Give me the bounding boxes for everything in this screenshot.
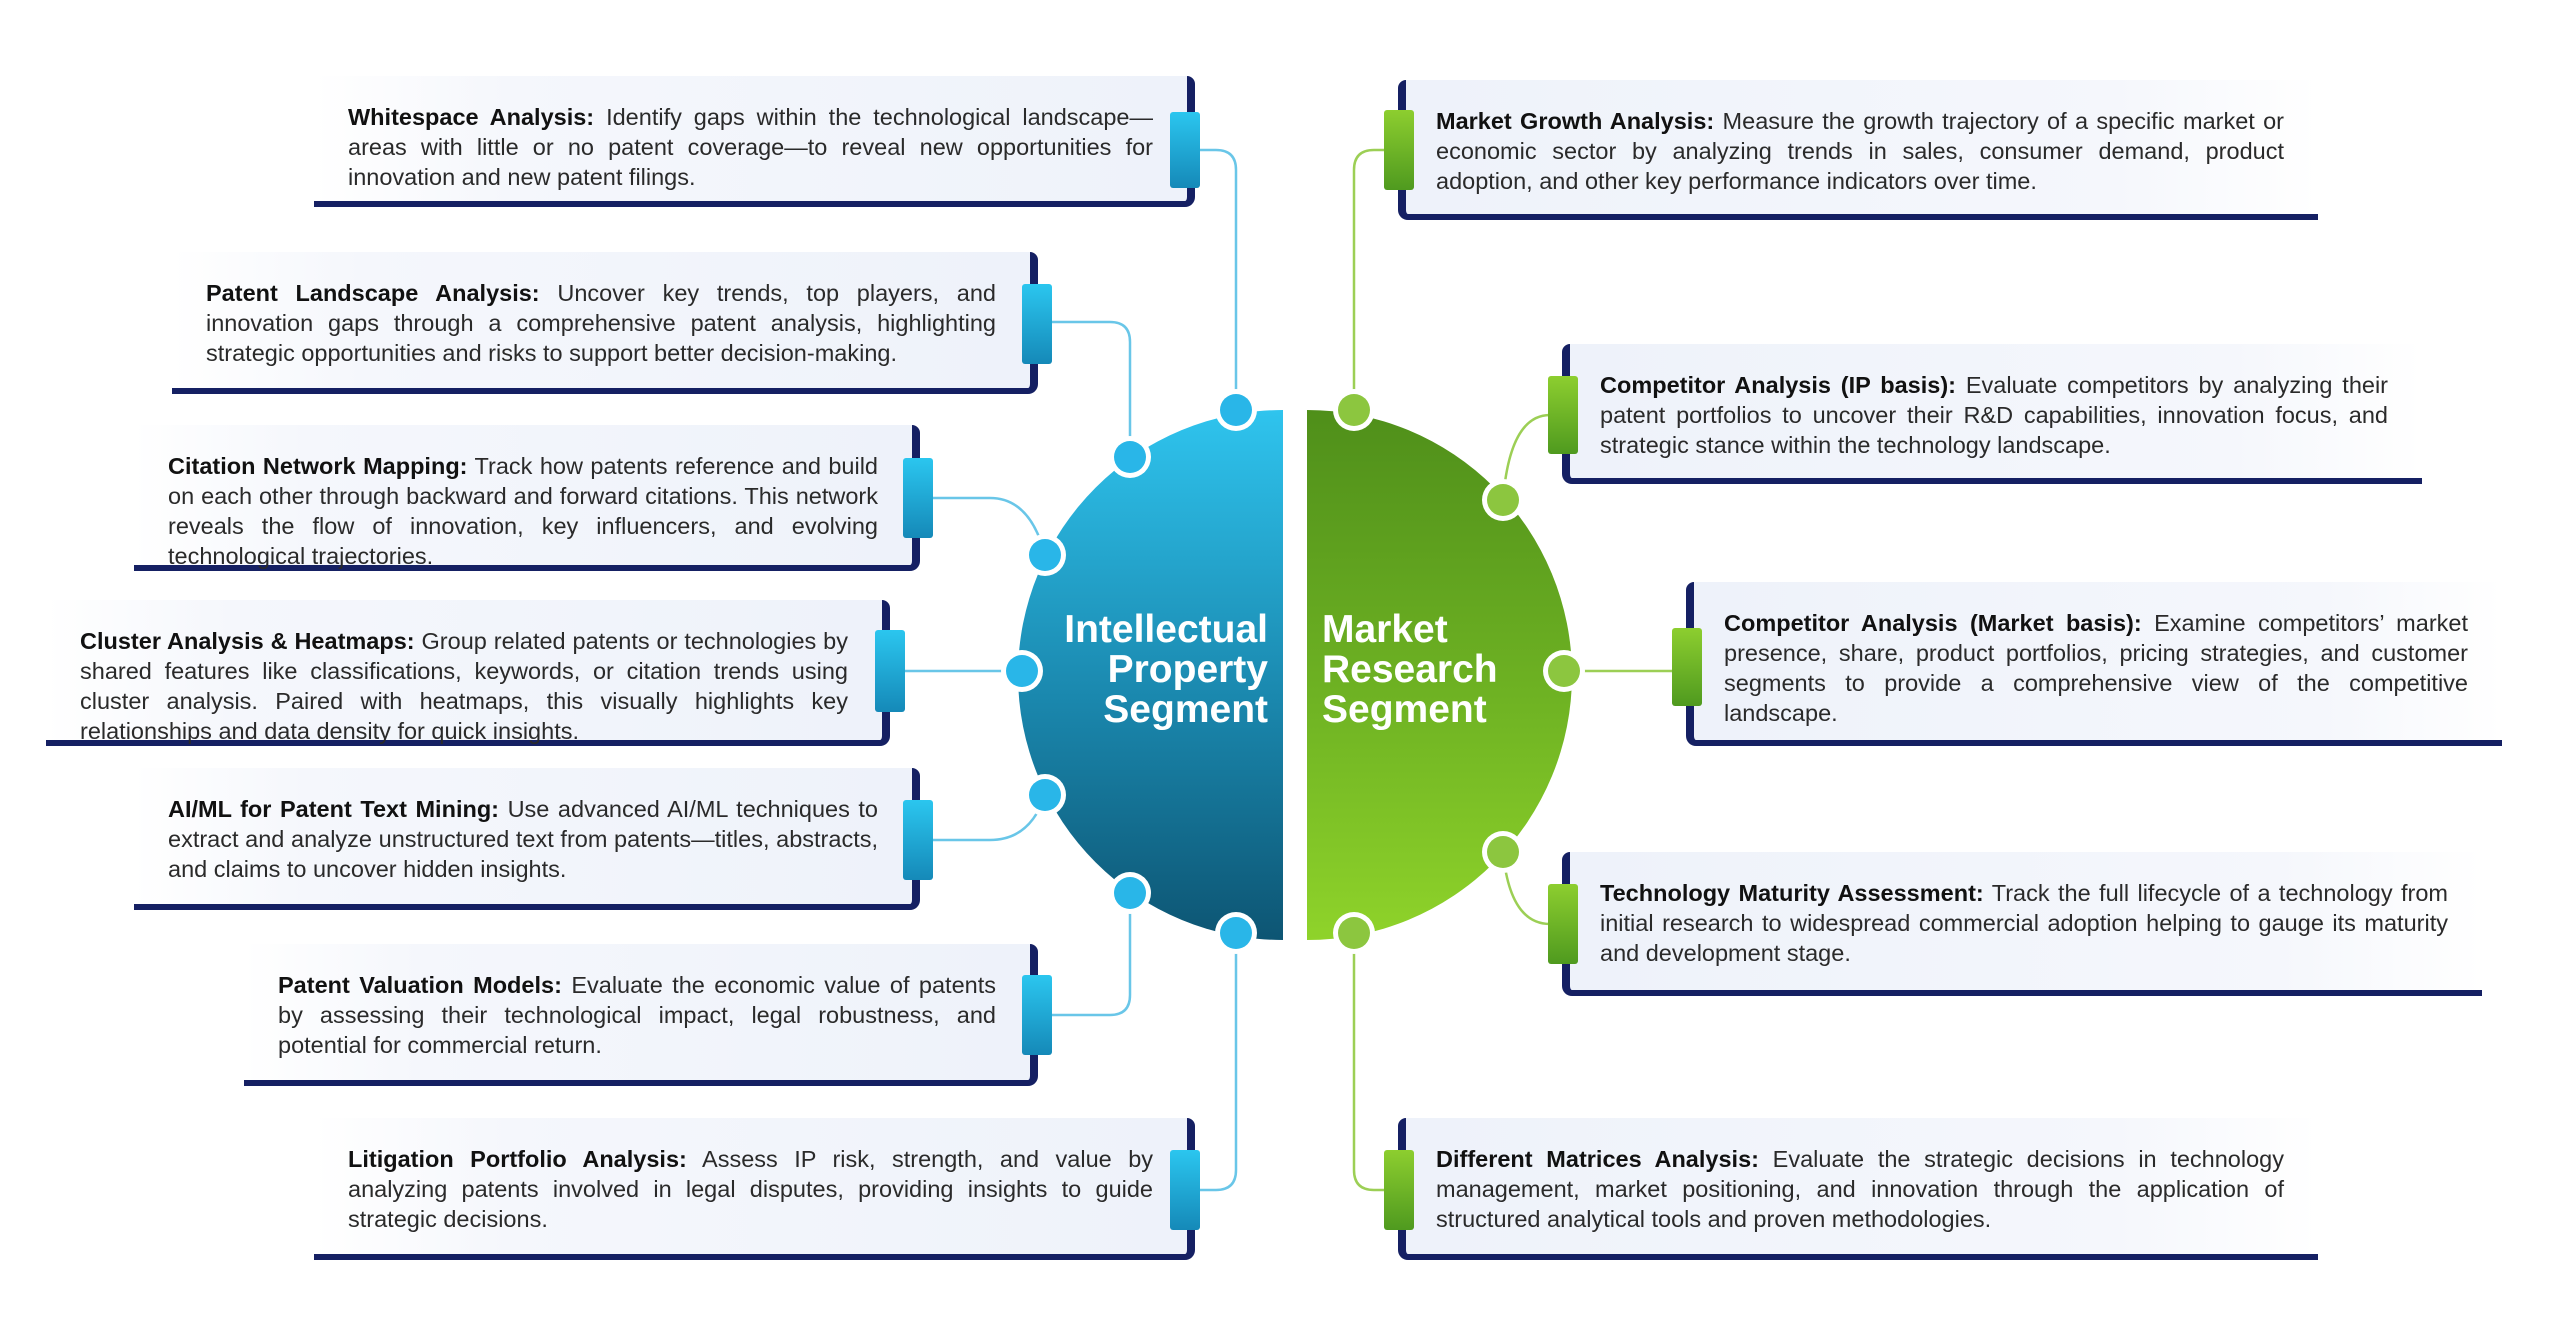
ip-connector-7-node-dot <box>1220 917 1252 949</box>
ip-card-patent-landscape-analysis: Patent Landscape Analysis: Uncover key t… <box>172 252 1038 394</box>
ip-connector-5-node-dot <box>1029 779 1061 811</box>
market-card-tab-2 <box>1548 376 1578 454</box>
market-card-tab-5 <box>1384 1150 1414 1230</box>
ip-connector-6-line <box>1052 893 1132 1017</box>
market-connector-3-node-dot <box>1548 655 1580 687</box>
ip-connector-6-node-dot <box>1114 877 1146 909</box>
card-text: Track the full lifecycle of a technology… <box>1600 880 2448 966</box>
card-title: Cluster Analysis & Heatmaps: <box>80 628 415 654</box>
ip-label-line-2: Property <box>1107 648 1268 691</box>
market-label-line-3: Segment <box>1322 688 1487 731</box>
market-connector-5-node-dot <box>1338 917 1370 949</box>
ip-card-tab-6 <box>1022 975 1052 1055</box>
market-connector-2-node-dot <box>1487 484 1519 516</box>
ip-label-line-3: Segment <box>1103 688 1268 731</box>
card-text: Use advanced AI/ML techniques to extract… <box>168 796 878 882</box>
market-card-technology-maturity-assessment: Technology Maturity Assessment: Track th… <box>1562 852 2482 996</box>
card-title: Different Matrices Analysis: <box>1436 1146 1759 1172</box>
card-text: Evaluate the economic value of patents b… <box>278 972 996 1058</box>
ip-segment-label: Intellectual Property Segment <box>1064 610 1268 730</box>
market-connector-1-node-dot <box>1338 394 1370 426</box>
market-card-different-matrices-analysis: Different Matrices Analysis: Evaluate th… <box>1398 1118 2318 1260</box>
ip-card-tab-3 <box>903 458 933 538</box>
card-title: Litigation Portfolio Analysis: <box>348 1146 687 1172</box>
ip-connector-2-node-dot <box>1114 441 1146 473</box>
ip-connector-7-line <box>1200 933 1238 1192</box>
card-title: Competitor Analysis (Market basis): <box>1724 610 2142 636</box>
connector-nodes <box>1001 389 1585 954</box>
card-text: Assess IP risk, strength, and value by a… <box>348 1146 1154 1232</box>
ip-card-whitespace-analysis: Whitespace Analysis: Identify gaps withi… <box>314 76 1195 207</box>
market-segment-label: Market Research Segment <box>1322 610 1498 730</box>
ip-connector-4-node-dot <box>1006 655 1038 687</box>
card-text: Examine competitors’ market presence, sh… <box>1724 610 2468 726</box>
ip-card-tab-2 <box>1022 284 1052 364</box>
card-title: Patent Valuation Models: <box>278 972 562 998</box>
ip-card-tab-5 <box>903 800 933 880</box>
card-title: Competitor Analysis (IP basis): <box>1600 372 1957 398</box>
market-connector-1-line <box>1352 148 1386 410</box>
ip-card-tab-4 <box>875 630 905 712</box>
market-card-competitor-analysis-ip: Competitor Analysis (IP basis): Evaluate… <box>1562 344 2422 484</box>
ip-label-line-1: Intellectual <box>1064 608 1268 651</box>
market-label-line-2: Research <box>1322 648 1498 691</box>
ip-connector-3-node-dot <box>1029 539 1061 571</box>
ip-card-tab-7 <box>1170 1150 1200 1230</box>
card-text: Track how patents reference and build on… <box>168 453 878 569</box>
ip-connector-2-line <box>1052 320 1132 457</box>
ip-half-circle <box>1018 410 1283 940</box>
market-card-tab-1 <box>1384 110 1414 190</box>
market-connector-4-node-dot <box>1487 836 1519 868</box>
ip-connector-1-node-dot <box>1220 394 1252 426</box>
card-text: Measure the growth trajectory of a speci… <box>1436 108 2285 194</box>
card-text: Uncover key trends, top players, and inn… <box>206 280 997 366</box>
ip-card-citation-network-mapping: Citation Network Mapping: Track how pate… <box>134 425 920 571</box>
market-half-circle <box>1307 410 1572 940</box>
market-card-tab-3 <box>1672 628 1702 706</box>
card-text: Identify gaps within the technological l… <box>348 104 1154 190</box>
market-card-tab-4 <box>1548 884 1578 964</box>
market-connector-5-line <box>1352 933 1386 1192</box>
card-title: Citation Network Mapping: <box>168 453 468 479</box>
card-text: Evaluate the strategic decisions in tech… <box>1436 1146 2284 1232</box>
card-title: Patent Landscape Analysis: <box>206 280 540 306</box>
card-title: Market Growth Analysis: <box>1436 108 1715 134</box>
market-label-line-1: Market <box>1322 608 1448 651</box>
ip-card-patent-valuation-models: Patent Valuation Models: Evaluate the ec… <box>244 944 1038 1086</box>
ip-card-tab-1 <box>1170 112 1200 188</box>
card-title: Whitespace Analysis: <box>348 104 595 130</box>
card-title: AI/ML for Patent Text Mining: <box>168 796 500 822</box>
market-card-competitor-analysis-market: Competitor Analysis (Market basis): Exam… <box>1686 582 2502 746</box>
ip-card-cluster-analysis-heatmaps: Cluster Analysis & Heatmaps: Group relat… <box>46 600 890 746</box>
card-text: Evaluate competitors by analyzing their … <box>1600 372 2389 458</box>
card-title: Technology Maturity Assessment: <box>1600 880 1984 906</box>
ip-connector-1-line <box>1200 148 1238 410</box>
card-text: Group related patents or technologies by… <box>80 628 849 744</box>
market-card-market-growth-analysis: Market Growth Analysis: Measure the grow… <box>1398 80 2318 220</box>
ip-card-litigation-portfolio-analysis: Litigation Portfolio Analysis: Assess IP… <box>314 1118 1195 1260</box>
ip-card-ai-ml-text-mining: AI/ML for Patent Text Mining: Use advanc… <box>134 768 920 910</box>
